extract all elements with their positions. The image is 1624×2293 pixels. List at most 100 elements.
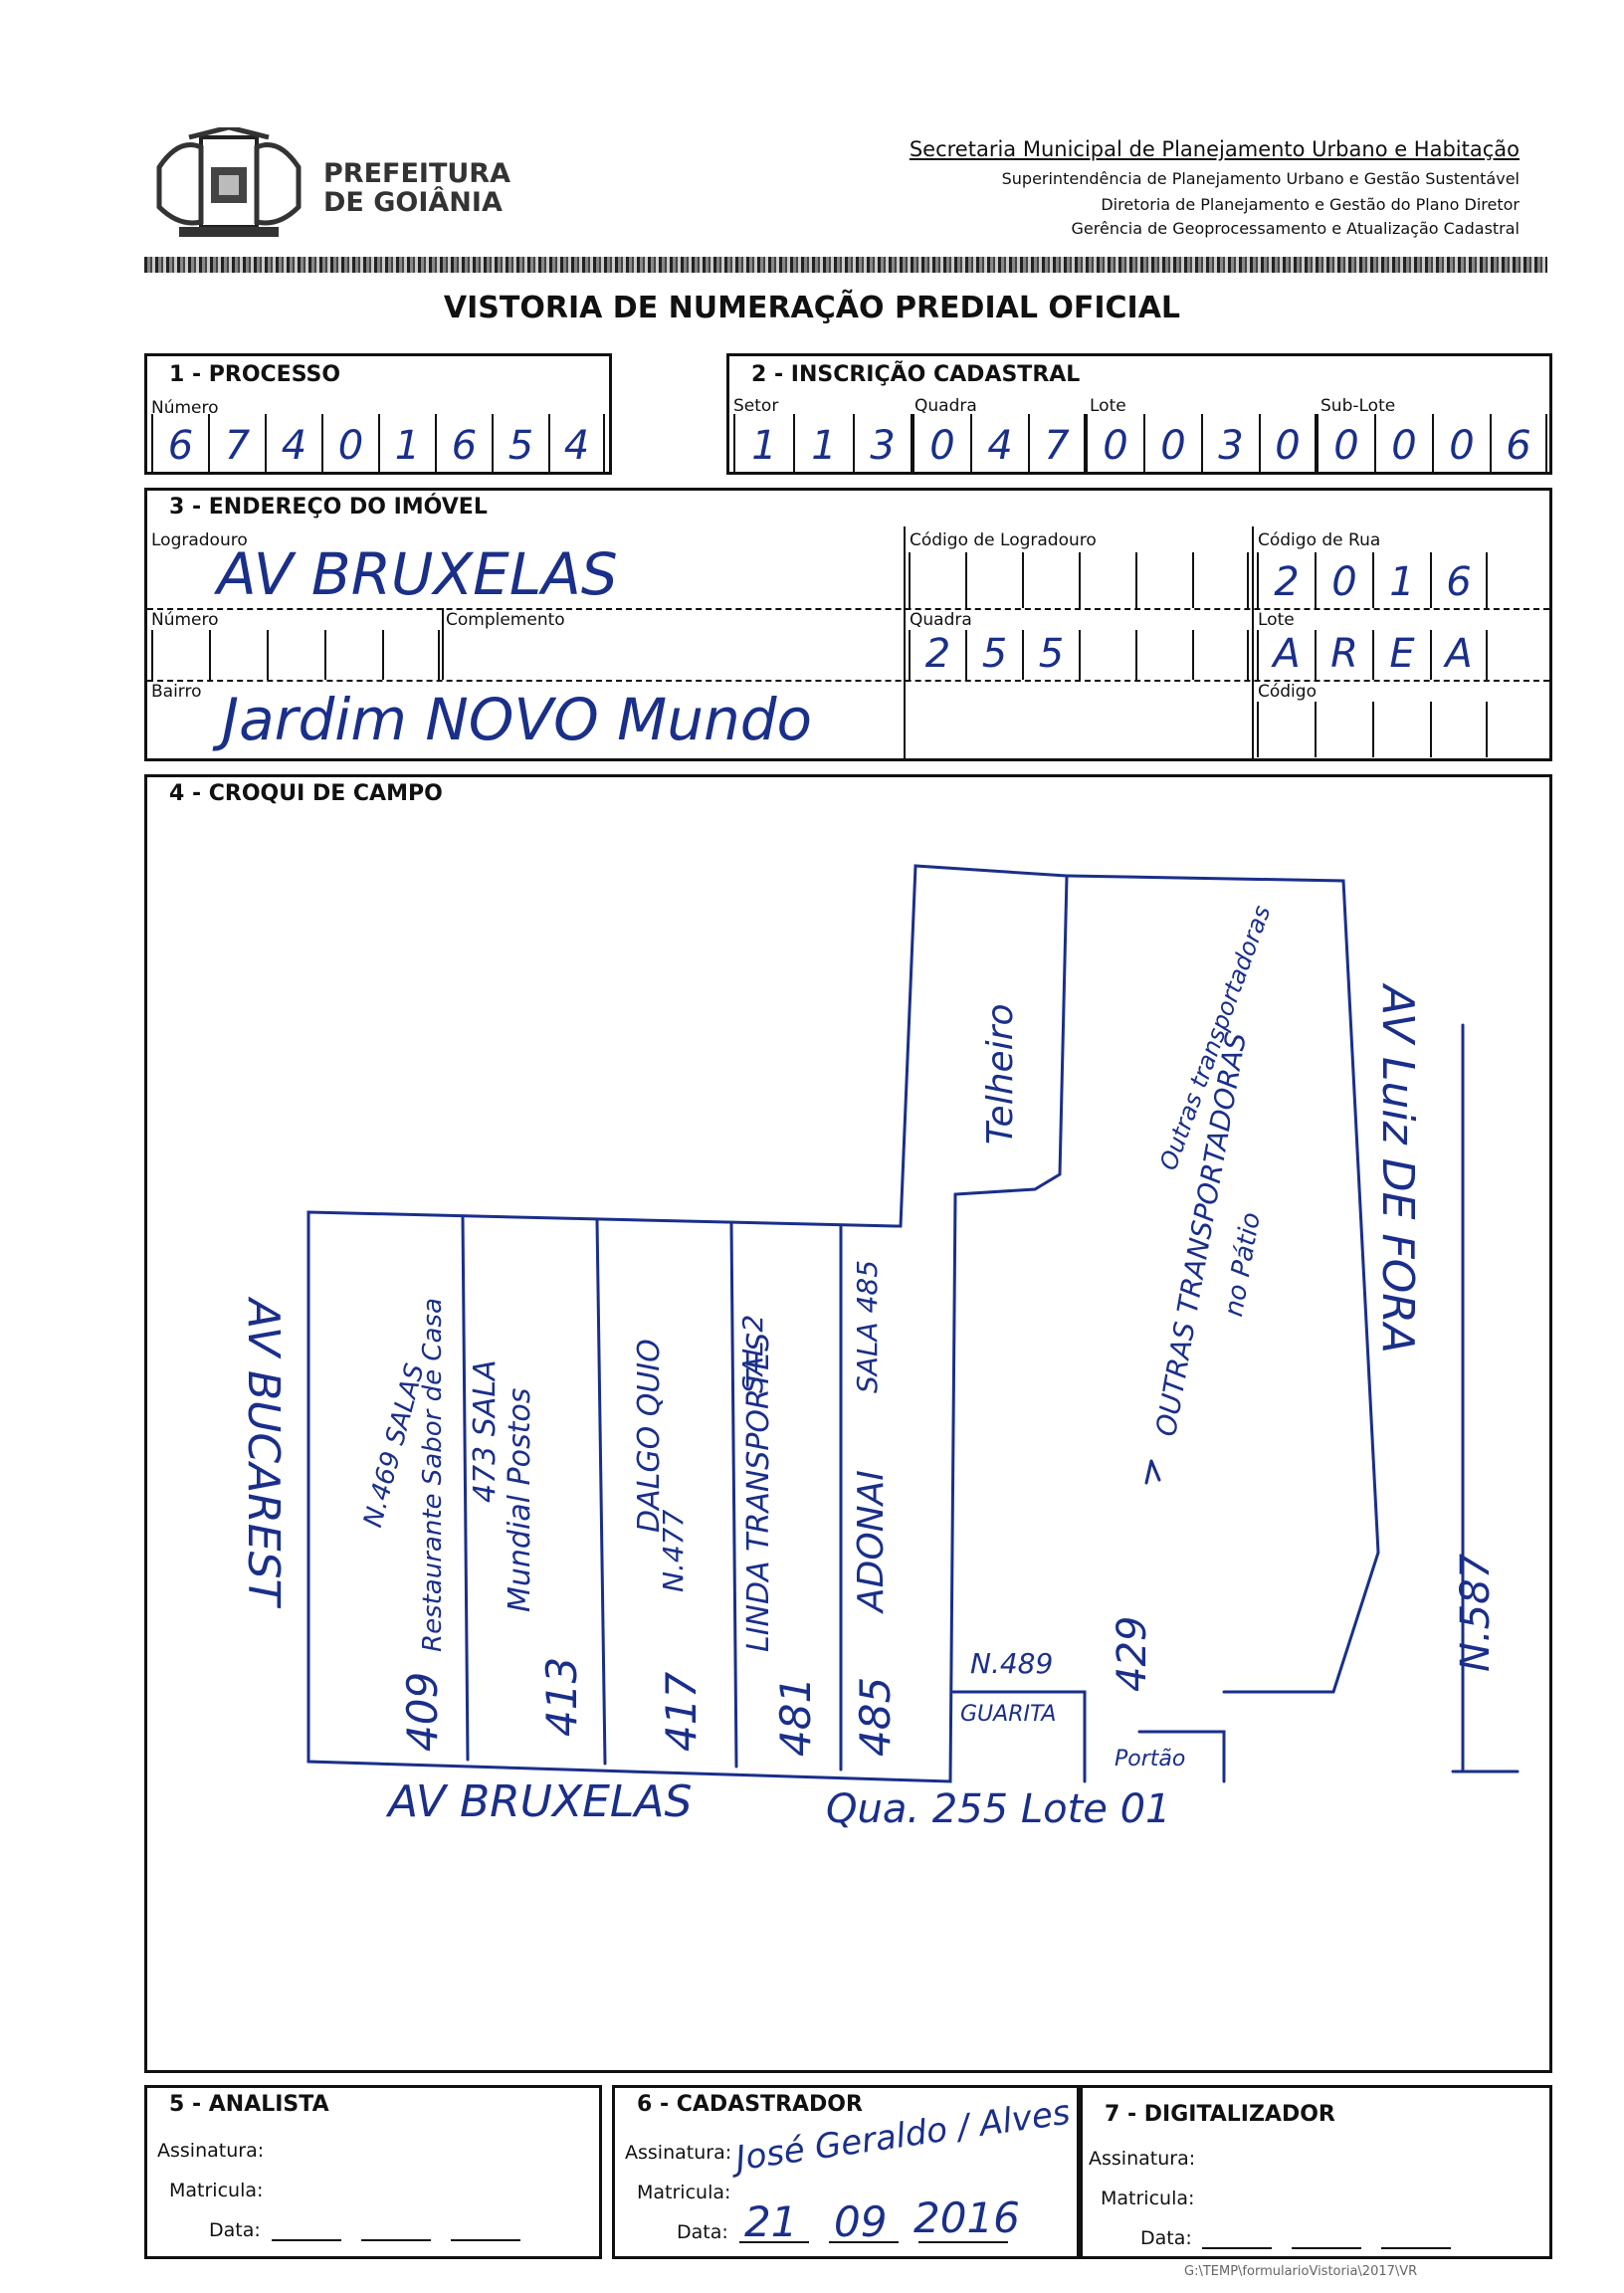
digitalizador-date-year-field[interactable] xyxy=(1381,2247,1451,2249)
processo-section: 1 - PROCESSO Número 6 7 4 0 1 6 5 4 xyxy=(144,353,612,475)
street-left-label: AV BUCAREST xyxy=(238,1299,289,1606)
digitalizador-matricula-label: Matricula: xyxy=(1101,2188,1195,2209)
street-bottom-label: AV BRUXELAS xyxy=(388,1776,693,1827)
lote-digit: 0 xyxy=(1103,423,1128,469)
quadra-digit: 0 xyxy=(929,423,955,469)
sublote-digit: 0 xyxy=(1391,423,1417,469)
setor-digit: 1 xyxy=(751,423,777,469)
unit-sala-label: N.477 xyxy=(657,1509,690,1592)
analista-date-year-field[interactable] xyxy=(451,2239,520,2241)
bairro-label: Bairro xyxy=(151,682,202,702)
processo-digit: 6 xyxy=(167,423,194,469)
codigo-rua-digit: 1 xyxy=(1389,559,1415,605)
setor-label: Setor xyxy=(733,396,779,416)
codigo-logradouro-cells[interactable] xyxy=(909,552,1249,608)
cadastrador-date-day-field[interactable] xyxy=(739,2241,809,2243)
quadra-cells[interactable]: 0 4 7 xyxy=(913,414,1086,472)
bairro-value[interactable]: Jardim NOVO Mundo xyxy=(222,686,813,753)
unit-sala-label: SALA 485 xyxy=(851,1259,884,1393)
cadastrador-date-month: 09 xyxy=(834,2197,888,2246)
endereco-lote-char: A xyxy=(1445,631,1473,677)
endereco-quadra-digit: 5 xyxy=(1038,631,1065,677)
complemento-label: Complemento xyxy=(446,610,565,630)
cadastrador-section: 6 - CADASTRADOR Assinatura: José Geraldo… xyxy=(612,2085,1080,2259)
analista-assinatura-label: Assinatura: xyxy=(157,2140,265,2162)
endereco-lote-char: R xyxy=(1330,631,1358,677)
analista-date-day-field[interactable] xyxy=(272,2239,341,2241)
sublote-cells[interactable]: 0 0 0 6 xyxy=(1317,414,1547,472)
codigo-logradouro-label: Código de Logradouro xyxy=(910,530,1097,550)
codigo-cells[interactable] xyxy=(1257,702,1488,757)
analista-date-month-field[interactable] xyxy=(361,2239,431,2241)
telheiro-label: Telheiro xyxy=(980,1003,1021,1146)
endereco-section: 3 - ENDEREÇO DO IMÓVEL Logradouro AV BRU… xyxy=(144,488,1552,761)
endereco-quadra-cells[interactable]: 2 5 5 xyxy=(909,630,1249,680)
unit-number: 481 xyxy=(771,1676,820,1757)
unit-number: 409 xyxy=(398,1671,447,1752)
numero-cells[interactable] xyxy=(151,630,440,680)
endereco-lote-char: E xyxy=(1389,631,1415,677)
unit-number: 413 xyxy=(537,1656,586,1737)
logradouro-value[interactable]: AV BRUXELAS xyxy=(217,540,618,608)
org-name: PREFEITURA DE GOIÂNIA xyxy=(323,159,510,217)
setor-digit: 1 xyxy=(811,423,837,469)
endereco-lote-cells[interactable]: A R E A xyxy=(1257,630,1488,680)
city-crest-logo xyxy=(156,127,302,237)
processo-digit: 6 xyxy=(451,423,478,469)
setor-cells[interactable]: 1 1 3 xyxy=(733,414,913,472)
lote-label: Lote xyxy=(1090,396,1126,416)
processo-numero-label: Número xyxy=(151,398,219,418)
dept-title: Secretaria Municipal de Planejamento Urb… xyxy=(909,137,1520,161)
cadastrador-date-year-field[interactable] xyxy=(918,2241,1008,2243)
number-489-label: N.489 xyxy=(970,1647,1054,1680)
processo-digit: 4 xyxy=(563,423,590,469)
org-name-line2: DE GOIÂNIA xyxy=(323,187,503,218)
setor-digit: 3 xyxy=(870,423,896,469)
croqui-title: 4 - CROQUI DE CAMPO xyxy=(169,781,443,806)
quadra-digit: 4 xyxy=(987,423,1013,469)
dept-line3: Diretoria de Planejamento e Gestão do Pl… xyxy=(1101,195,1520,214)
codigo-rua-label: Código de Rua xyxy=(1258,530,1381,550)
street-right-label: AV Luiz DE FORA xyxy=(1372,985,1423,1354)
croqui-section: 4 - CROQUI DE CAMPO xyxy=(144,774,1552,2073)
header-divider-bar xyxy=(144,257,1547,273)
unit-sala-label: SAL 2 xyxy=(736,1314,769,1393)
cadastrador-assinatura-label: Assinatura: xyxy=(625,2142,732,2164)
processo-digit: 4 xyxy=(281,423,307,469)
lote-digit: 0 xyxy=(1275,423,1301,469)
digitalizador-date-month-field[interactable] xyxy=(1292,2247,1361,2249)
processo-digit: 7 xyxy=(224,423,251,469)
processo-digit: 0 xyxy=(337,423,364,469)
portao-label: Portão xyxy=(1115,1747,1186,1772)
lote-cells[interactable]: 0 0 3 0 xyxy=(1086,414,1317,472)
cadastrador-title: 6 - CADASTRADOR xyxy=(637,2092,863,2117)
quadra-lote-label: Qua. 255 Lote 01 xyxy=(826,1786,1171,1832)
analista-title: 5 - ANALISTA xyxy=(169,2092,329,2117)
cadastrador-matricula-label: Matricula: xyxy=(637,2182,731,2203)
number-587-label: N.587 xyxy=(1453,1554,1499,1672)
unit-number: 417 xyxy=(657,1671,706,1752)
digitalizador-date-day-field[interactable] xyxy=(1202,2247,1272,2249)
cadastrador-date-month-field[interactable] xyxy=(829,2241,899,2243)
processo-number-cells[interactable]: 6 7 4 0 1 6 5 4 xyxy=(151,414,605,472)
endereco-title: 3 - ENDEREÇO DO IMÓVEL xyxy=(169,495,488,520)
codigo-rua-digit: 2 xyxy=(1274,559,1300,605)
lote-digit: 3 xyxy=(1218,423,1244,469)
lote-digit: 0 xyxy=(1160,423,1186,469)
processo-title: 1 - PROCESSO xyxy=(169,362,341,387)
endereco-quadra-digit: 5 xyxy=(981,631,1008,677)
unit-number: 485 xyxy=(851,1676,900,1757)
quadra-digit: 7 xyxy=(1044,423,1070,469)
processo-digit: 5 xyxy=(508,423,534,469)
endereco-lote-label: Lote xyxy=(1258,610,1295,630)
codigo-rua-cells[interactable]: 2 0 1 6 xyxy=(1257,552,1488,608)
unit-sala-label: 473 SALA xyxy=(468,1359,503,1503)
org-name-line1: PREFEITURA xyxy=(323,158,510,189)
cadastrador-data-label: Data: xyxy=(677,2221,728,2243)
analista-matricula-label: Matricula: xyxy=(169,2180,264,2201)
quadra-label: Quadra xyxy=(914,396,977,416)
logradouro-label: Logradouro xyxy=(151,530,248,550)
digitalizador-assinatura-label: Assinatura: xyxy=(1089,2148,1196,2170)
endereco-lote-char: A xyxy=(1273,631,1301,677)
